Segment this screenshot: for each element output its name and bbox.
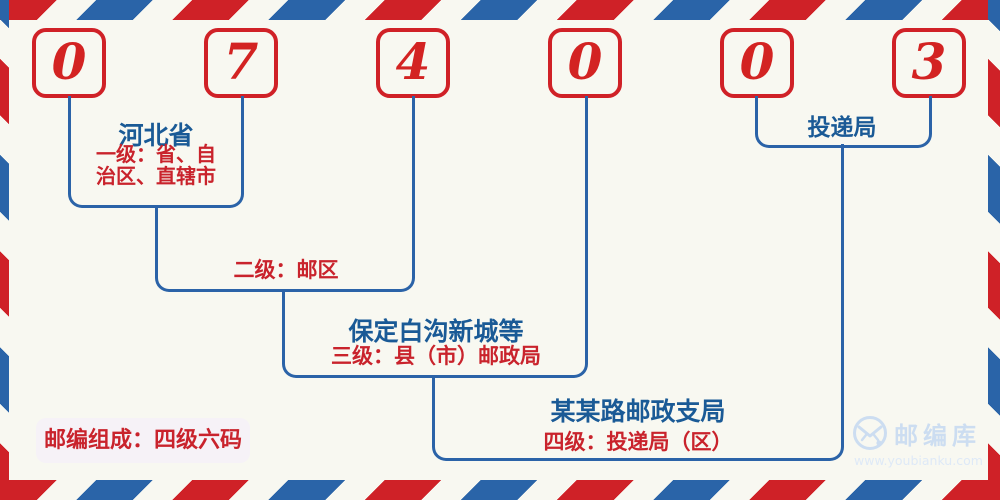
digit-5: 0 [739,32,775,91]
line-delivery-to-level4 [841,144,844,376]
airmail-stripe-border-top [0,0,1000,20]
level1-description: 一级：省、自 治区、直辖市 [96,142,216,188]
level3-region-name: 保定白沟新城等 [348,317,524,346]
postcode-composition-badge: 邮编组成：四级六码 [36,418,250,463]
digit-3: 4 [395,32,431,91]
airmail-stripe-border-bottom [0,480,1000,500]
digit-2: 7 [223,32,259,91]
level4-description: 四级：投递局（区） [543,430,733,454]
digit-box-2: 7 [204,28,278,98]
level1-region-name: 河北省 [118,121,194,150]
site-brand-name: 邮编库 [894,421,981,450]
delivery-office-label: 投递局 [807,115,877,141]
line-digit3-to-level2 [412,96,415,206]
digit-box-1: 0 [32,28,106,98]
digit-box-6: 3 [892,28,966,98]
level2-description: 二级：邮区 [233,258,339,282]
digit-box-4: 0 [548,28,622,98]
site-url[interactable]: www.youbianku.com [854,453,983,468]
postcode-composition-text: 邮编组成：四级六码 [43,428,242,453]
bracket-level4 [432,375,844,461]
digit-box-5: 0 [720,28,794,98]
digit-6: 3 [911,32,947,91]
line-digit4-to-level3 [585,96,588,290]
digit-4: 0 [567,32,603,91]
digit-1: 0 [51,32,87,91]
airmail-stripe-border-right [988,0,1000,500]
envelope-logo-icon [853,416,887,450]
airmail-stripe-border-left [0,0,9,500]
digit-box-3: 4 [376,28,450,98]
site-watermark[interactable]: 邮编库 www.youbianku.com [852,415,987,468]
level3-description: 三级：县（市）邮政局 [331,344,541,368]
level4-office-name: 某某路邮政支局 [550,397,726,426]
